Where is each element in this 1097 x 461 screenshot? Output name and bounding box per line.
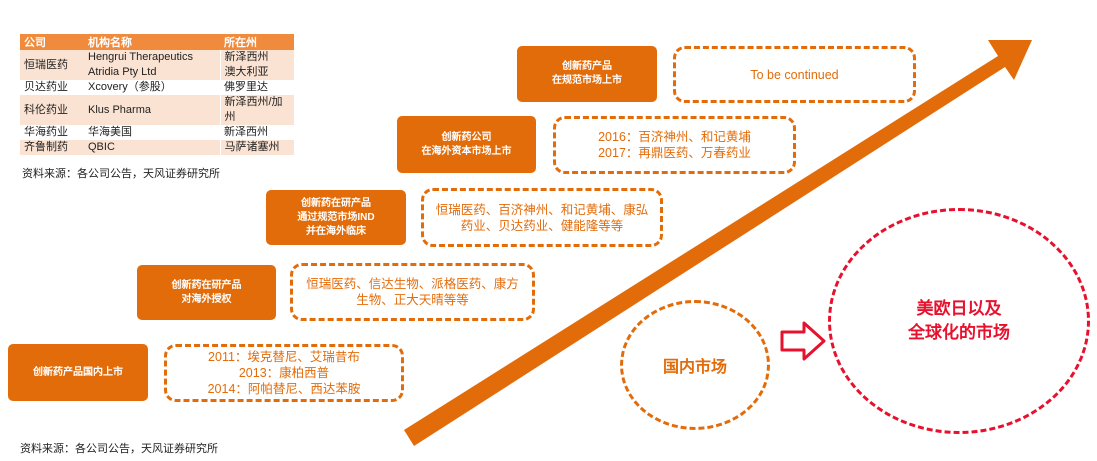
header-company: 公司 bbox=[20, 34, 84, 50]
stage-regulated-launch-note: To be continued bbox=[673, 46, 916, 103]
table-row: Atridia Pty Ltd 澳大利亚 bbox=[20, 65, 294, 80]
diagram-source-note: 资料来源：各公司公告，天风证券研究所 bbox=[20, 443, 218, 455]
company-cell: 贝达药业 bbox=[20, 80, 84, 95]
stage-overseas-ipo-note: 2016：百济神州、和记黄埔 2017：再鼎医药、万春药业 bbox=[553, 116, 796, 174]
institution-table: 公司 机构名称 所在州 恒瑞医药 Hengrui Therapeutics 新泽… bbox=[20, 34, 294, 155]
stage-overseas-ind: 创新药在研产品 通过规范市场IND 并在海外临床 bbox=[266, 190, 406, 245]
table-header-row: 公司 机构名称 所在州 bbox=[20, 34, 294, 50]
state-cell: 佛罗里达 bbox=[220, 80, 294, 95]
table-row: 贝达药业 Xcovery（参股） 佛罗里达 bbox=[20, 80, 294, 95]
table-row: 齐鲁制药 QBIC 马萨诸塞州 bbox=[20, 140, 294, 155]
company-cell: 华海药业 bbox=[20, 125, 84, 140]
institution-cell: Klus Pharma bbox=[84, 95, 220, 125]
institution-cell: Hengrui Therapeutics bbox=[84, 50, 220, 65]
stage-domestic-launch: 创新药产品国内上市 bbox=[8, 344, 148, 401]
right-arrow-icon bbox=[780, 321, 826, 361]
growth-arrow-shape bbox=[404, 40, 1032, 446]
global-market-circle: 美欧日以及 全球化的市场 bbox=[828, 208, 1090, 434]
stage-overseas-licensing-note: 恒瑞医药、信达生物、派格医药、康方 生物、正大天晴等等 bbox=[290, 263, 535, 321]
institution-cell: Atridia Pty Ltd bbox=[84, 65, 220, 80]
company-cell: 齐鲁制药 bbox=[20, 140, 84, 155]
stage-overseas-ipo: 创新药公司 在海外资本市场上市 bbox=[397, 116, 536, 173]
state-cell: 澳大利亚 bbox=[219, 65, 294, 80]
institution-cell: Xcovery（参股） bbox=[84, 80, 220, 95]
stage-overseas-ind-note: 恒瑞医药、百济神州、和记黄埔、康弘 药业、贝达药业、健能隆等等 bbox=[421, 188, 663, 247]
state-cell: 新泽西州/加州 bbox=[219, 95, 294, 125]
table-row: 华海药业 华海美国 新泽西州 bbox=[20, 125, 294, 140]
institution-cell: QBIC bbox=[84, 140, 220, 155]
table-row: 恒瑞医药 Hengrui Therapeutics 新泽西州 bbox=[20, 50, 294, 80]
company-cell: 科伦药业 bbox=[20, 95, 84, 125]
stage-overseas-licensing: 创新药在研产品 对海外授权 bbox=[137, 265, 276, 320]
state-cell: 马萨诸塞州 bbox=[219, 140, 294, 155]
header-institution: 机构名称 bbox=[84, 34, 220, 50]
state-cell: 新泽西州 bbox=[220, 125, 294, 140]
company-cell: 恒瑞医药 bbox=[20, 50, 84, 80]
table-row: 科伦药业 Klus Pharma 新泽西州/加州 bbox=[20, 95, 294, 125]
state-cell: 新泽西州 bbox=[219, 50, 294, 65]
domestic-market-circle: 国内市场 bbox=[620, 300, 770, 430]
institution-cell: 华海美国 bbox=[84, 125, 220, 140]
table-source-note: 资料来源：各公司公告，天风证券研究所 bbox=[22, 168, 220, 180]
stage-regulated-launch: 创新药产品 在规范市场上市 bbox=[517, 46, 657, 102]
header-state: 所在州 bbox=[220, 34, 294, 50]
stage-domestic-launch-note: 2011：埃克替尼、艾瑞昔布 2013：康柏西普 2014：阿帕替尼、西达苯胺 bbox=[164, 344, 404, 402]
